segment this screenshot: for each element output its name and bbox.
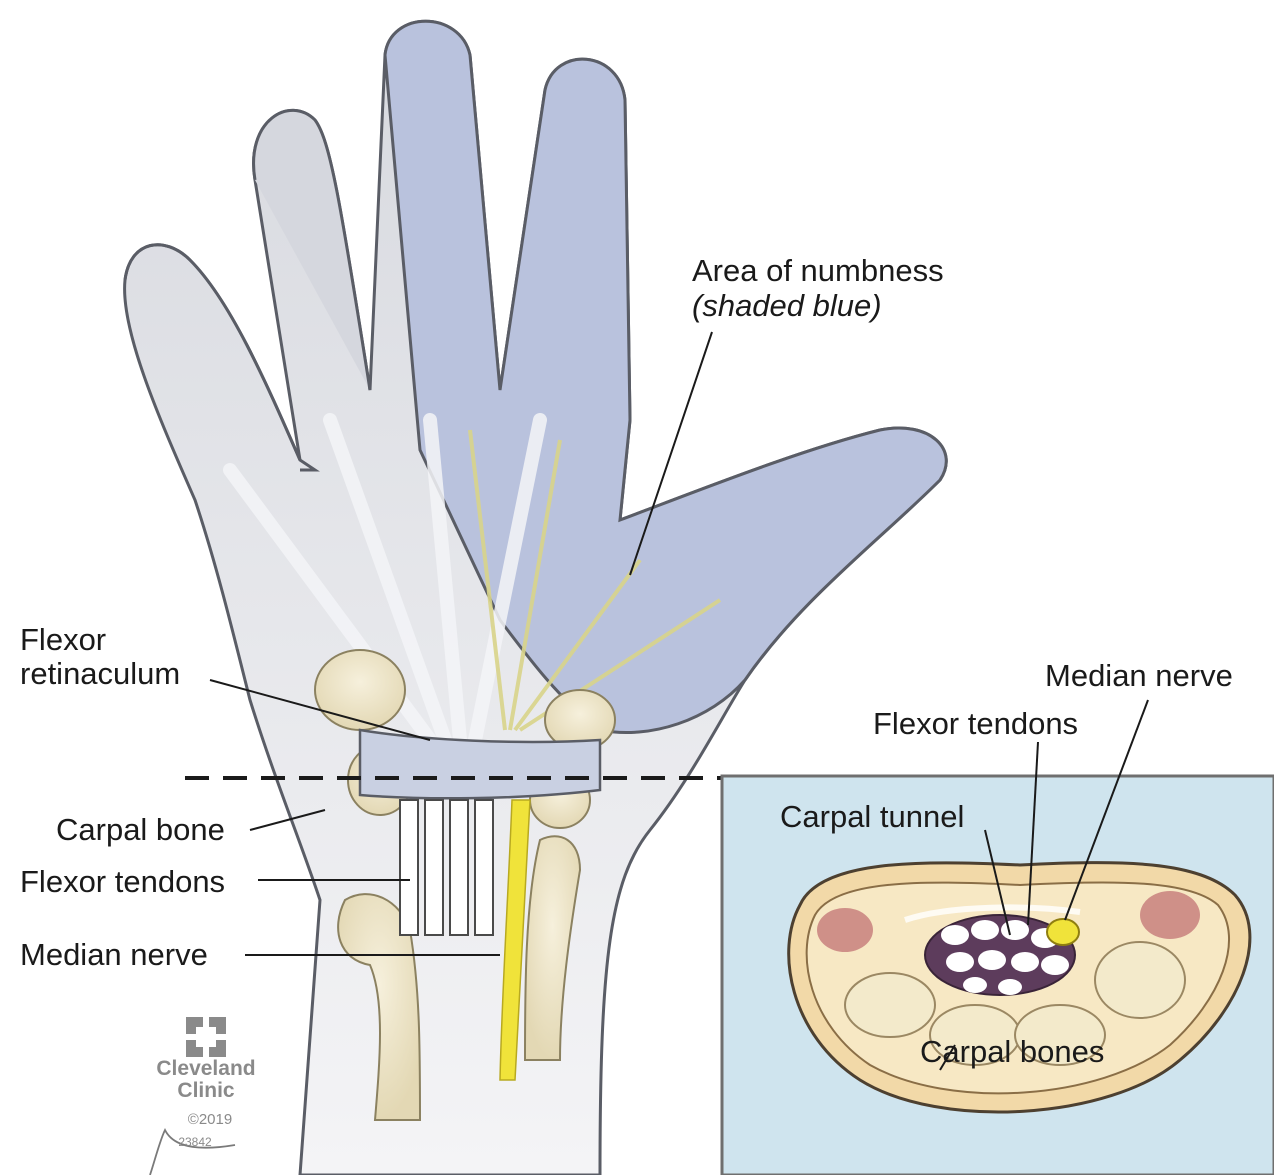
inset-median-nerve xyxy=(1047,919,1079,945)
label-shaded-blue: (shaded blue) xyxy=(692,288,882,324)
label-median-nerve-inset: Median nerve xyxy=(1045,658,1233,694)
label-area-of-numbness: Area of numbness xyxy=(692,253,944,289)
logo-code: 23842 xyxy=(160,1136,230,1149)
label-flexor-tendons-left: Flexor tendons xyxy=(20,864,225,900)
logo-wordmark: Cleveland Clinic xyxy=(140,1058,272,1102)
label-carpal-bone: Carpal bone xyxy=(56,812,225,848)
logo-copyright: ©2019 xyxy=(170,1112,250,1128)
label-carpal-bones: Carpal bones xyxy=(920,1034,1104,1070)
label-flexor-tendons-inset: Flexor tendons xyxy=(873,706,1078,742)
logo-mark xyxy=(186,1017,226,1057)
label-median-nerve-left: Median nerve xyxy=(20,937,208,973)
label-flexor: Flexor xyxy=(20,622,106,658)
logo-line-2: Clinic xyxy=(140,1080,272,1102)
label-retinaculum: retinaculum xyxy=(20,656,180,692)
logo-line-1: Cleveland xyxy=(140,1058,272,1080)
label-carpal-tunnel: Carpal tunnel xyxy=(780,799,964,835)
